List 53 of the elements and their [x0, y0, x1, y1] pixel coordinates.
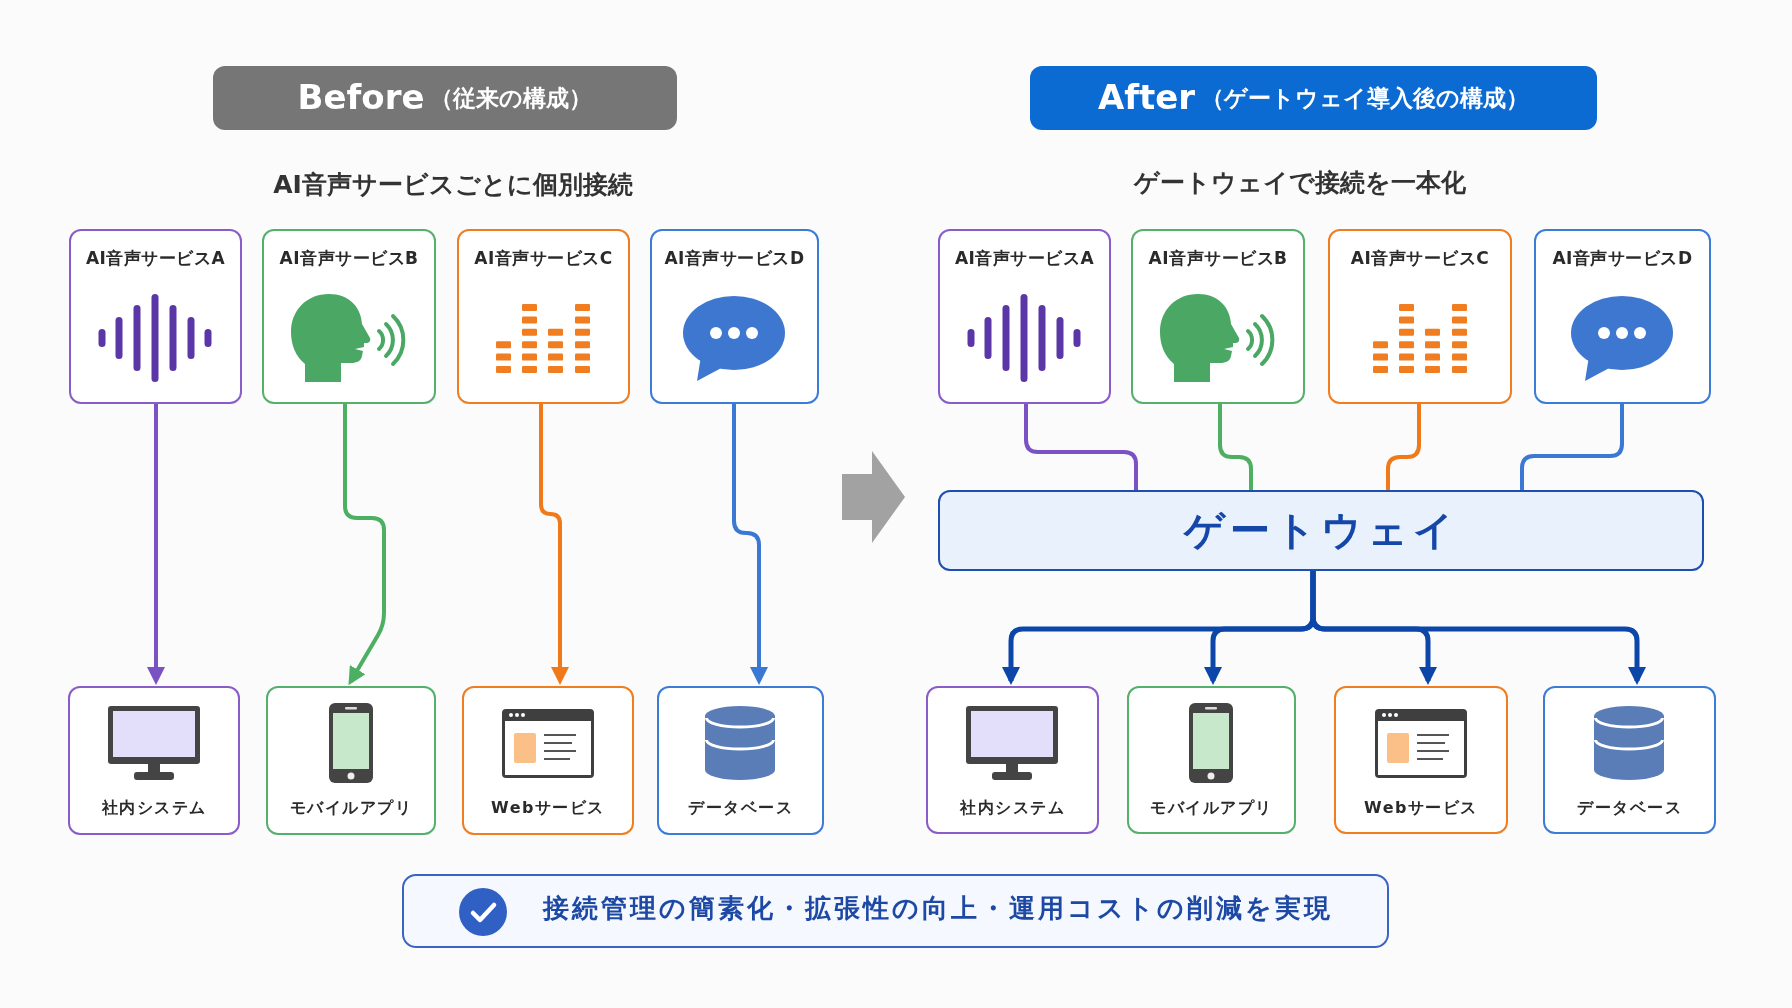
arrow [732, 404, 768, 685]
connector-line [1024, 404, 1138, 490]
system-card [1543, 686, 1716, 834]
header-note: （ゲートウェイ導入後の構成） [1201, 84, 1530, 112]
system-name: データベース [688, 798, 793, 818]
section-subtitle: AI音声サービスごとに個別接続 [273, 170, 633, 200]
connector-line [1218, 404, 1253, 490]
arrow [539, 404, 569, 685]
section-header [1030, 66, 1597, 130]
gateway-box [938, 490, 1704, 571]
system-name: 社内システム [101, 798, 207, 818]
summary-banner [402, 874, 1389, 948]
system-name: Webサービス [1364, 798, 1478, 818]
service-card [650, 229, 819, 404]
system-name: モバイルアプリ [289, 798, 413, 818]
service-card [938, 229, 1111, 404]
arrow [343, 404, 386, 686]
summary-text: 接続管理の簡素化・拡張性の向上・運用コストの削減を実現 [543, 893, 1333, 925]
service-name: AI音声サービスC [1350, 247, 1490, 269]
service-card [1328, 229, 1512, 404]
arrow [147, 404, 165, 685]
service-name: AI音声サービスD [1552, 247, 1693, 269]
service-card [262, 229, 436, 404]
system-card [266, 686, 436, 835]
service-card [457, 229, 630, 404]
system-name: データベース [1577, 798, 1682, 818]
connector-line [1386, 404, 1421, 490]
service-name: AI音声サービスA [85, 247, 226, 269]
service-name: AI音声サービスC [474, 247, 613, 269]
service-name: AI音声サービスD [664, 247, 805, 269]
service-card [1534, 229, 1711, 404]
service-name: AI音声サービスA [954, 247, 1095, 269]
service-name: AI音声サービスB [279, 247, 419, 269]
section-header [213, 66, 677, 130]
system-card [1127, 686, 1296, 834]
gateway-label: ゲートウェイ [1183, 506, 1459, 554]
system-card [926, 686, 1099, 834]
service-card [69, 229, 242, 404]
system-name: モバイルアプリ [1150, 798, 1273, 818]
system-card [1334, 686, 1508, 834]
service-name: AI音声サービスB [1148, 247, 1288, 269]
system-card [68, 686, 240, 835]
system-name: 社内システム [960, 798, 1065, 818]
header-title: Before [297, 78, 425, 118]
section-subtitle: ゲートウェイで接続を一本化 [1134, 168, 1466, 198]
header-note: （従来の構成） [430, 84, 593, 112]
system-card [462, 686, 634, 835]
system-name: Webサービス [491, 798, 605, 818]
header-title: After [1097, 78, 1196, 118]
service-card [1131, 229, 1305, 404]
connector-line [1520, 404, 1624, 490]
system-card [657, 686, 824, 835]
arrow [1310, 571, 1646, 685]
